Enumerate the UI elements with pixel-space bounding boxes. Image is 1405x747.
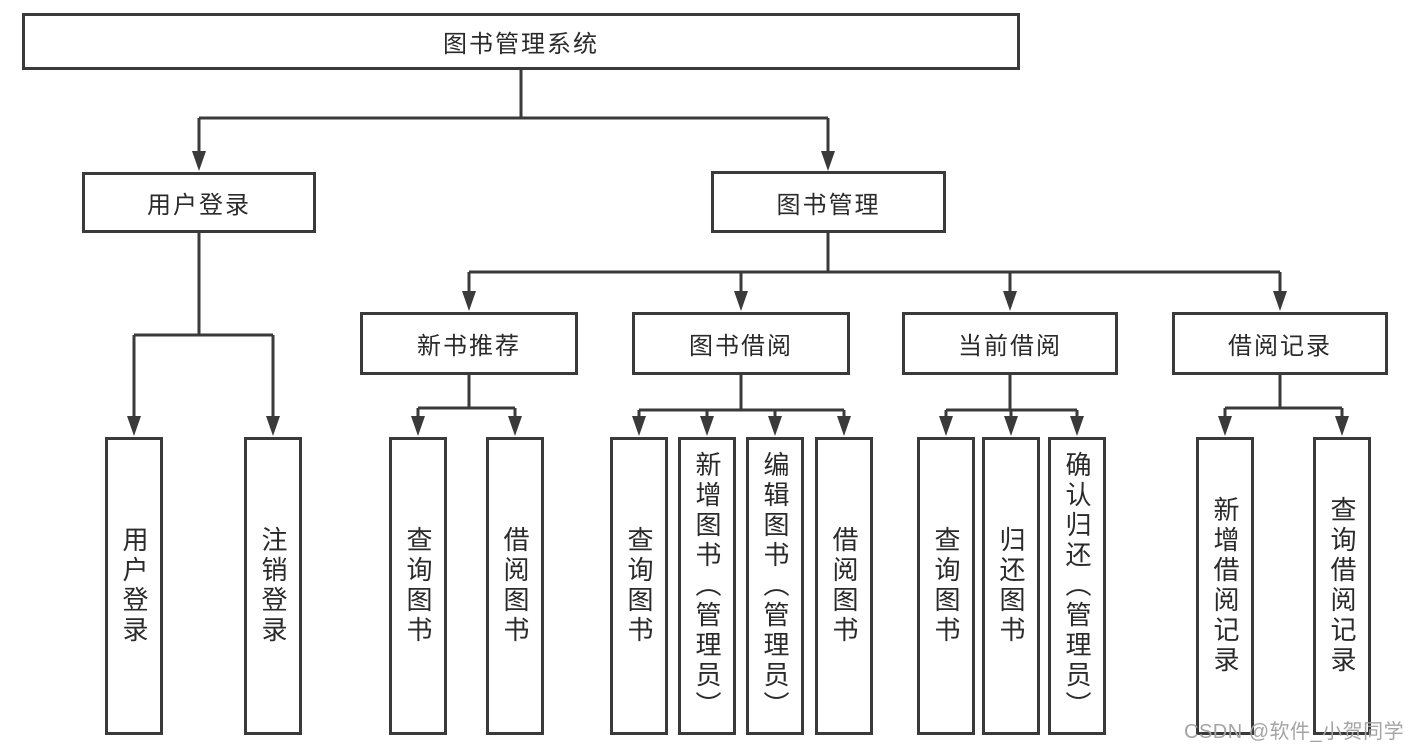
arrowhead xyxy=(266,416,280,436)
arrowhead xyxy=(462,291,476,311)
trunk-root-to-level2 xyxy=(197,70,830,153)
node-user-login-label: 用户登录 xyxy=(147,192,251,219)
branch-borrow-records xyxy=(1223,375,1344,420)
leaf-borrow-query-book: 查询图书 xyxy=(610,437,668,735)
leaf-current-confirm-return-admin: 确认归还（管理员） xyxy=(1048,437,1106,735)
arrowheads xyxy=(127,151,1349,436)
node-book-management-label: 图书管理 xyxy=(776,191,881,219)
node-book-management: 图书管理 xyxy=(711,171,946,233)
arrowhead xyxy=(700,416,714,436)
leaf-current-return-book-label: 归还图书 xyxy=(996,526,1026,646)
arrowhead xyxy=(734,291,748,311)
arrowhead xyxy=(1335,416,1349,436)
leaf-borrow-add-book-admin-label: 新增图书（管理员） xyxy=(692,451,722,721)
arrowhead xyxy=(1218,416,1232,436)
leaf-borrow-edit-book-admin-label: 编辑图书（管理员） xyxy=(760,451,790,721)
node-current-borrow-label: 当前借阅 xyxy=(958,333,1062,360)
leaf-current-confirm-return-admin-label: 确认归还（管理员） xyxy=(1062,451,1092,721)
leaf-recommend-borrow-book: 借阅图书 xyxy=(486,437,544,735)
arrowhead xyxy=(1273,291,1287,311)
node-borrow-records: 借阅记录 xyxy=(1172,312,1388,375)
arrowhead xyxy=(939,416,953,436)
node-book-borrow-label: 图书借阅 xyxy=(689,333,793,360)
arrowhead xyxy=(632,416,646,436)
branch-current-borrow xyxy=(944,375,1079,420)
connector-stems xyxy=(132,70,1344,420)
leaf-records-query-record: 查询借阅记录 xyxy=(1313,437,1371,735)
node-root: 图书管理系统 xyxy=(22,13,1020,70)
csdn-watermark: CSDN @软件_小贺同学 xyxy=(1184,721,1405,743)
leaf-recommend-query-book: 查询图书 xyxy=(389,437,447,735)
arrowhead xyxy=(508,416,522,436)
leaf-borrow-query-book-label: 查询图书 xyxy=(624,526,654,646)
branch-book-management xyxy=(467,233,1282,293)
arrowhead xyxy=(411,416,425,436)
node-current-borrow: 当前借阅 xyxy=(902,312,1118,375)
leaf-borrow-borrow-book: 借阅图书 xyxy=(815,437,873,735)
leaf-records-query-record-label: 查询借阅记录 xyxy=(1327,496,1357,676)
arrowhead xyxy=(821,151,835,171)
arrowhead xyxy=(1003,291,1017,311)
branch-new-book-recommend xyxy=(416,375,517,420)
arrowhead xyxy=(127,416,141,436)
arrowhead xyxy=(837,416,851,436)
leaf-current-query-book: 查询图书 xyxy=(917,437,975,735)
branch-book-borrow xyxy=(637,375,846,420)
leaf-records-add-record: 新增借阅记录 xyxy=(1196,437,1254,735)
leaf-user-login-label: 用户登录 xyxy=(119,526,149,646)
arrowhead xyxy=(1004,416,1018,436)
node-borrow-records-label: 借阅记录 xyxy=(1228,333,1332,360)
arrowhead xyxy=(768,416,782,436)
node-user-login: 用户登录 xyxy=(82,172,316,233)
node-root-label: 图书管理系统 xyxy=(443,31,599,58)
node-book-borrow: 图书借阅 xyxy=(632,312,850,375)
leaf-borrow-add-book-admin: 新增图书（管理员） xyxy=(678,437,736,735)
leaf-recommend-query-book-label: 查询图书 xyxy=(403,526,433,646)
leaf-logout-login: 注销登录 xyxy=(244,437,302,735)
arrowhead xyxy=(1070,416,1084,436)
node-new-book-recommend: 新书推荐 xyxy=(360,312,578,375)
branch-user-login xyxy=(132,233,275,418)
arrowhead xyxy=(192,151,206,171)
node-new-book-recommend-label: 新书推荐 xyxy=(417,333,521,360)
leaf-current-return-book: 归还图书 xyxy=(982,437,1040,735)
leaf-logout-login-label: 注销登录 xyxy=(258,526,288,646)
leaf-records-add-record-label: 新增借阅记录 xyxy=(1210,496,1240,676)
leaf-recommend-borrow-book-label: 借阅图书 xyxy=(500,526,530,646)
leaf-user-login: 用户登录 xyxy=(105,437,163,735)
leaf-borrow-borrow-book-label: 借阅图书 xyxy=(829,526,859,646)
leaf-current-query-book-label: 查询图书 xyxy=(931,526,961,646)
leaf-borrow-edit-book-admin: 编辑图书（管理员） xyxy=(746,437,804,735)
